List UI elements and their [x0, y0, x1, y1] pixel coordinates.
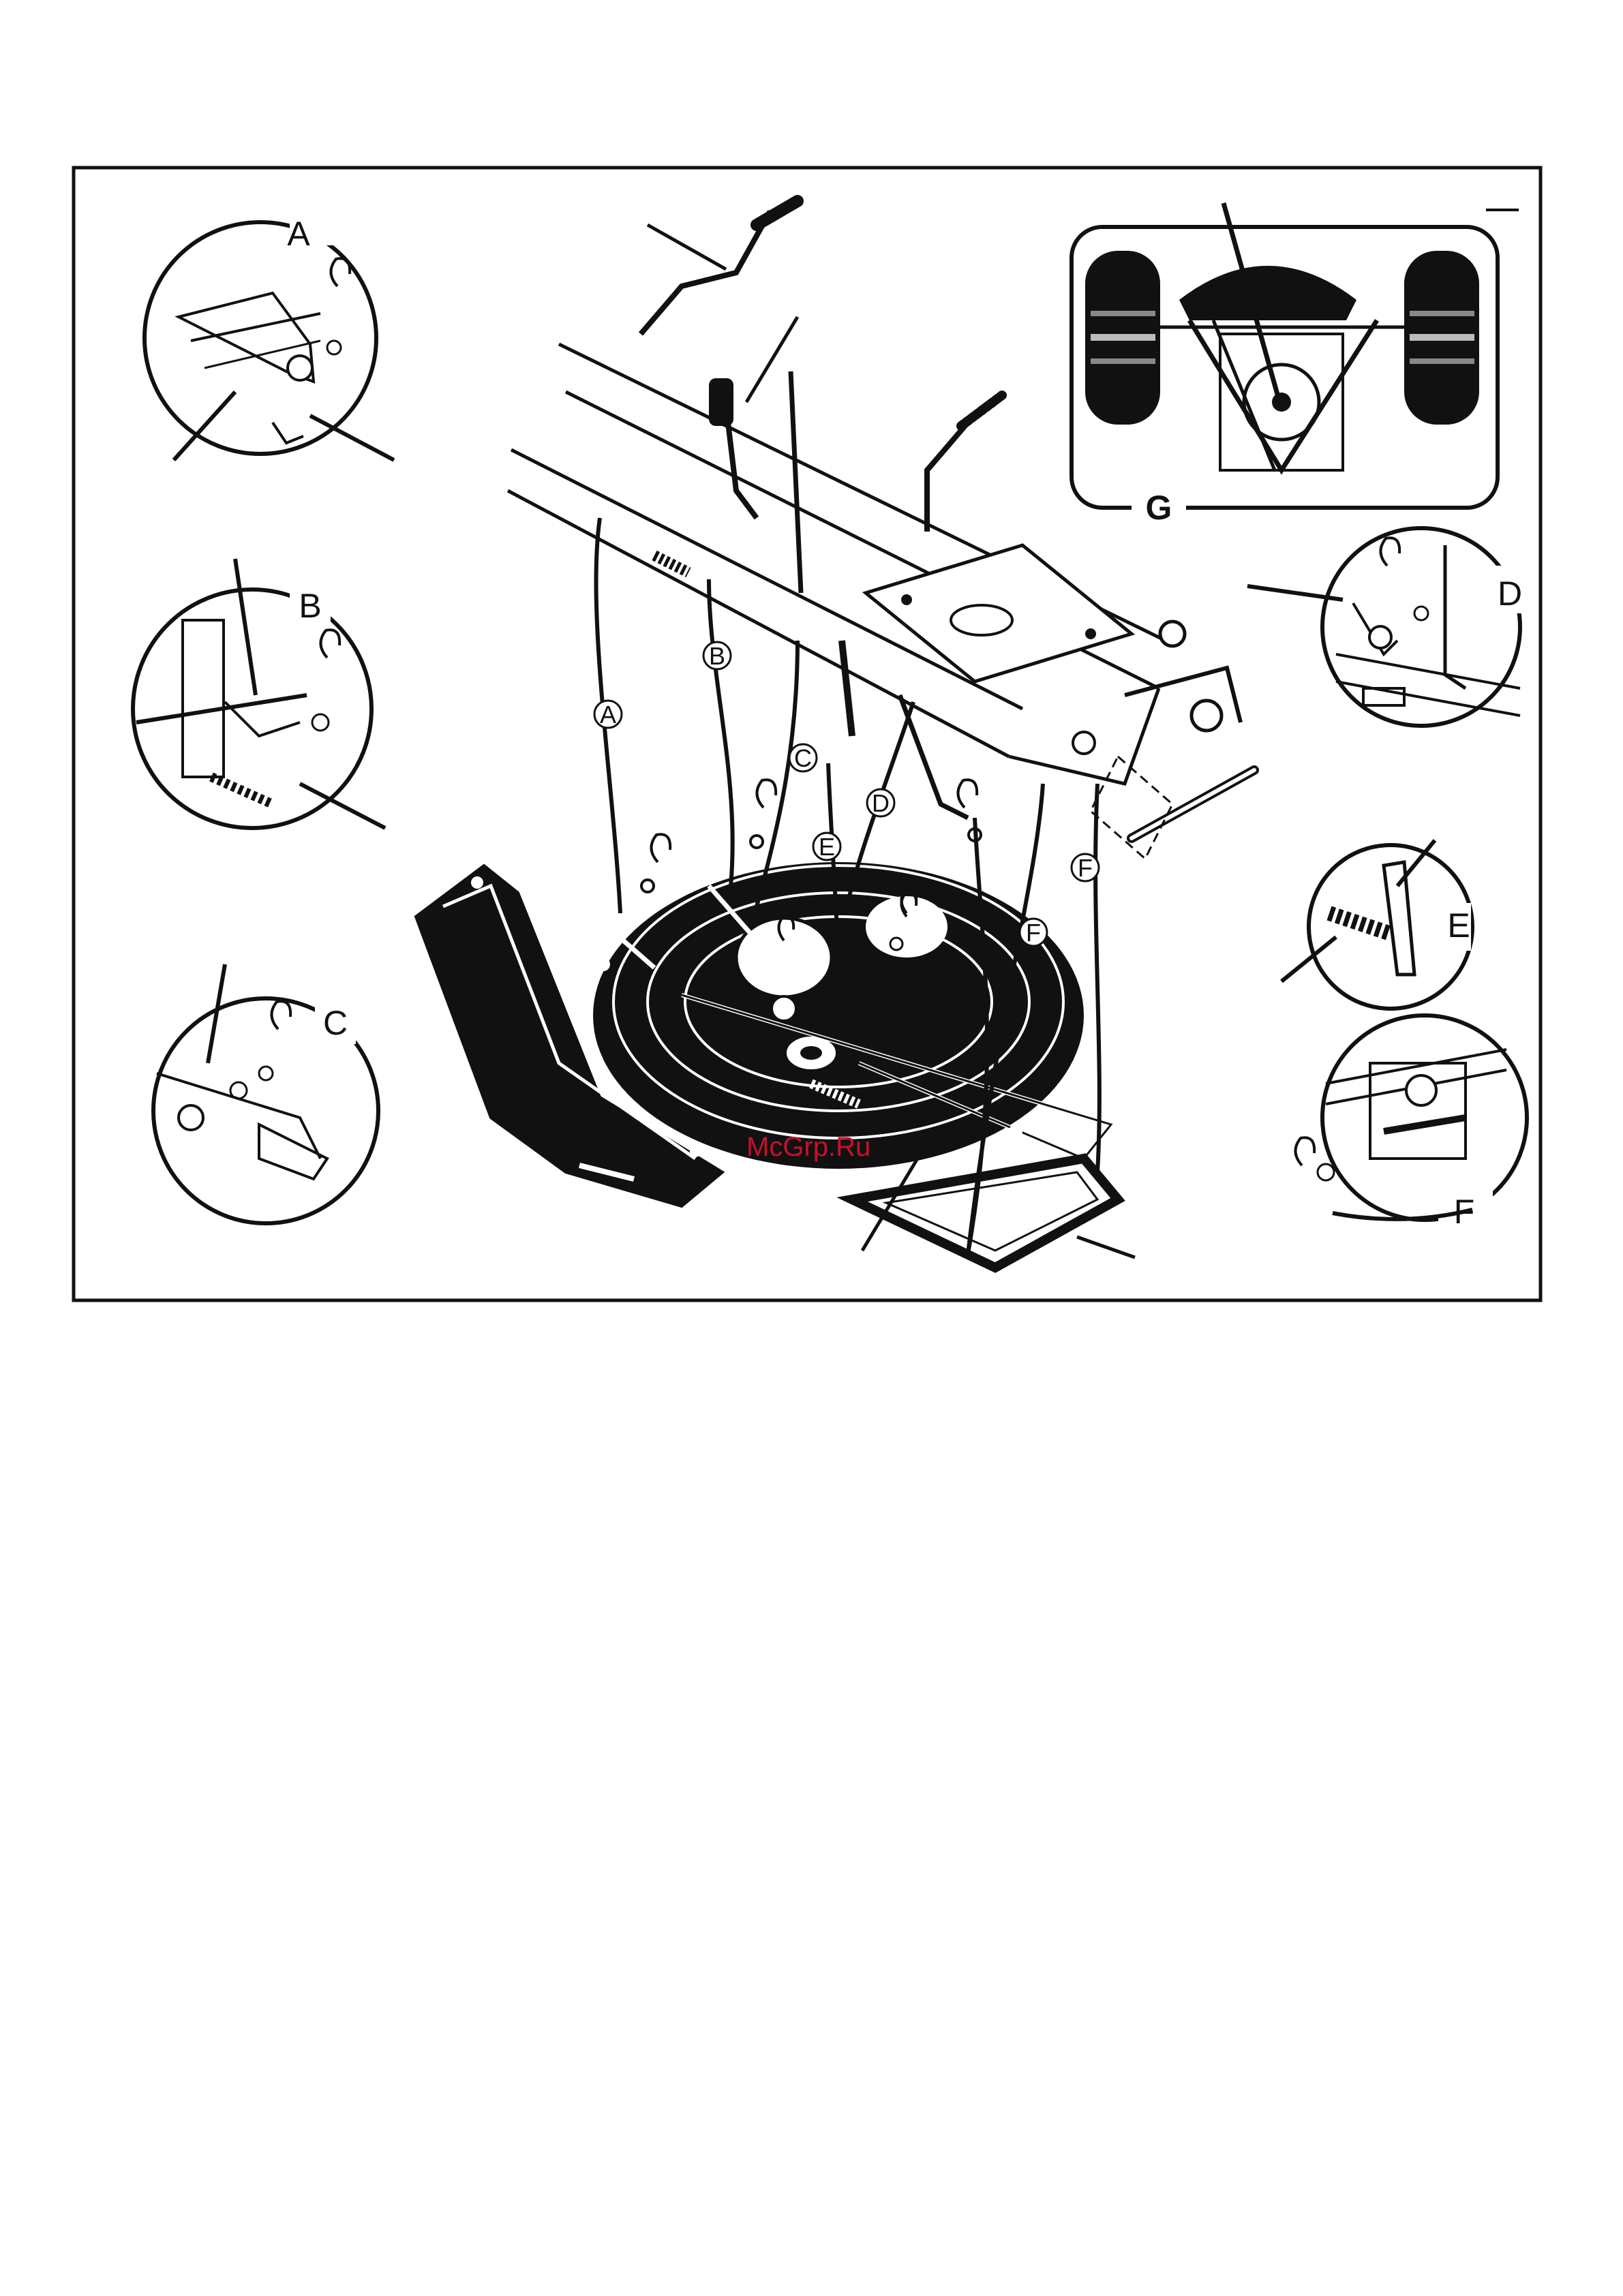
detail-f-label: F — [1454, 1193, 1475, 1231]
watermark: McGrp.Ru — [746, 1132, 870, 1162]
cable-marker-6-text: F — [1078, 854, 1093, 882]
detail-c: C — [153, 964, 378, 1223]
cable-marker-1-text: A — [600, 701, 616, 729]
cable-marker-3: C — [789, 744, 817, 772]
detail-d: D — [1247, 528, 1530, 726]
cable-marker-5: E — [813, 833, 840, 861]
detail-a: A — [145, 204, 394, 460]
detail-e-label: E — [1447, 906, 1470, 945]
cable-marker-2: B — [703, 642, 731, 670]
cable-marker-2-text: B — [709, 642, 725, 670]
detail-a-label: A — [287, 215, 310, 253]
cable-marker-6: F — [1072, 854, 1099, 882]
detail-g-label: G — [1146, 489, 1172, 527]
detail-b: B — [133, 559, 385, 828]
cable-marker-4-text: D — [872, 789, 890, 817]
detail-b-label: B — [299, 587, 321, 625]
detail-g: G — [1072, 203, 1519, 527]
cable-marker-7-text: F — [1026, 919, 1041, 947]
cable-marker-7: F — [1020, 919, 1047, 947]
detail-d-label: D — [1498, 575, 1522, 613]
cable-marker-3-text: C — [794, 744, 812, 772]
cable-marker-4: D — [867, 789, 894, 817]
cable-marker-5-text: E — [819, 833, 835, 861]
detail-c-label: C — [323, 1004, 348, 1042]
detail-e: E — [1281, 840, 1472, 1009]
cable-marker-1: A — [594, 701, 622, 729]
detail-f: F — [1295, 1015, 1527, 1234]
